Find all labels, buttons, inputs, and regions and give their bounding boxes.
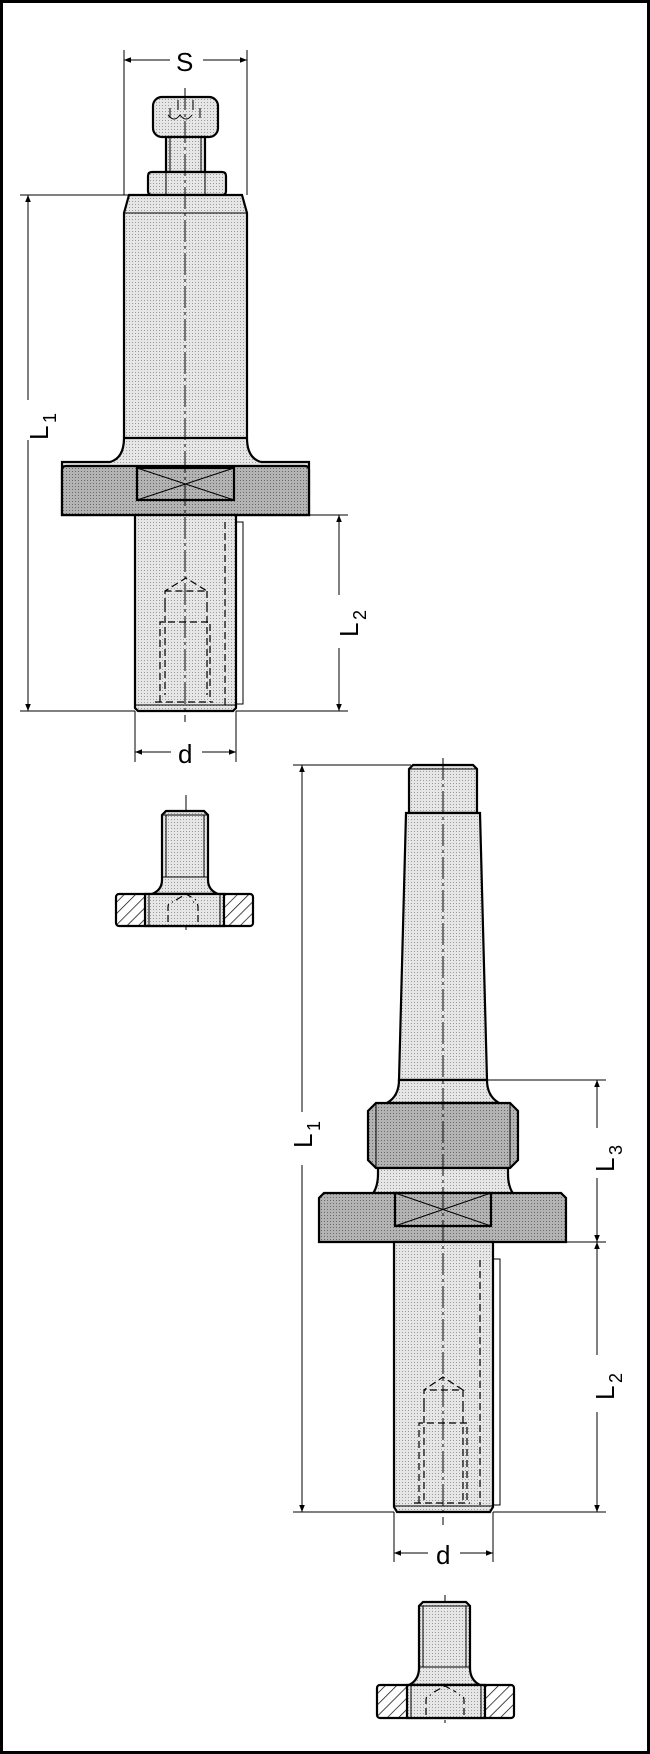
dim-label-l1: L [288, 1134, 318, 1148]
dimension-l1-top: L 1 [20, 194, 135, 712]
svg-text:2: 2 [606, 1373, 626, 1383]
dimension-l2-bottom: L 2 [493, 1241, 626, 1513]
dimension-s: S [123, 47, 248, 195]
dim-label-d: d [178, 739, 192, 769]
dim-label-l1: L [24, 426, 54, 440]
top-arbor: S [20, 47, 370, 769]
bottom-arbor: L 1 L 3 L 2 [288, 758, 626, 1570]
dimension-d-bottom: d [393, 1512, 494, 1570]
screw-detail-top [114, 795, 255, 930]
dimension-d-top: d [134, 711, 237, 769]
svg-text:1: 1 [40, 413, 60, 423]
screw-detail-bottom [375, 1595, 516, 1725]
svg-text:1: 1 [304, 1121, 324, 1131]
dimension-l2-top: L 2 [236, 514, 370, 712]
dim-label-s: S [176, 47, 193, 77]
dim-label-l2: L [590, 1386, 620, 1400]
dimension-l3: L 3 [487, 1079, 626, 1242]
svg-text:3: 3 [606, 1145, 626, 1155]
dimension-l1-bottom: L 1 [288, 764, 411, 1513]
dim-label-d: d [436, 1540, 450, 1570]
dim-label-l2: L [334, 623, 364, 637]
dim-label-l3: L [590, 1158, 620, 1172]
svg-text:2: 2 [350, 610, 370, 620]
clamping-screw [146, 95, 228, 197]
